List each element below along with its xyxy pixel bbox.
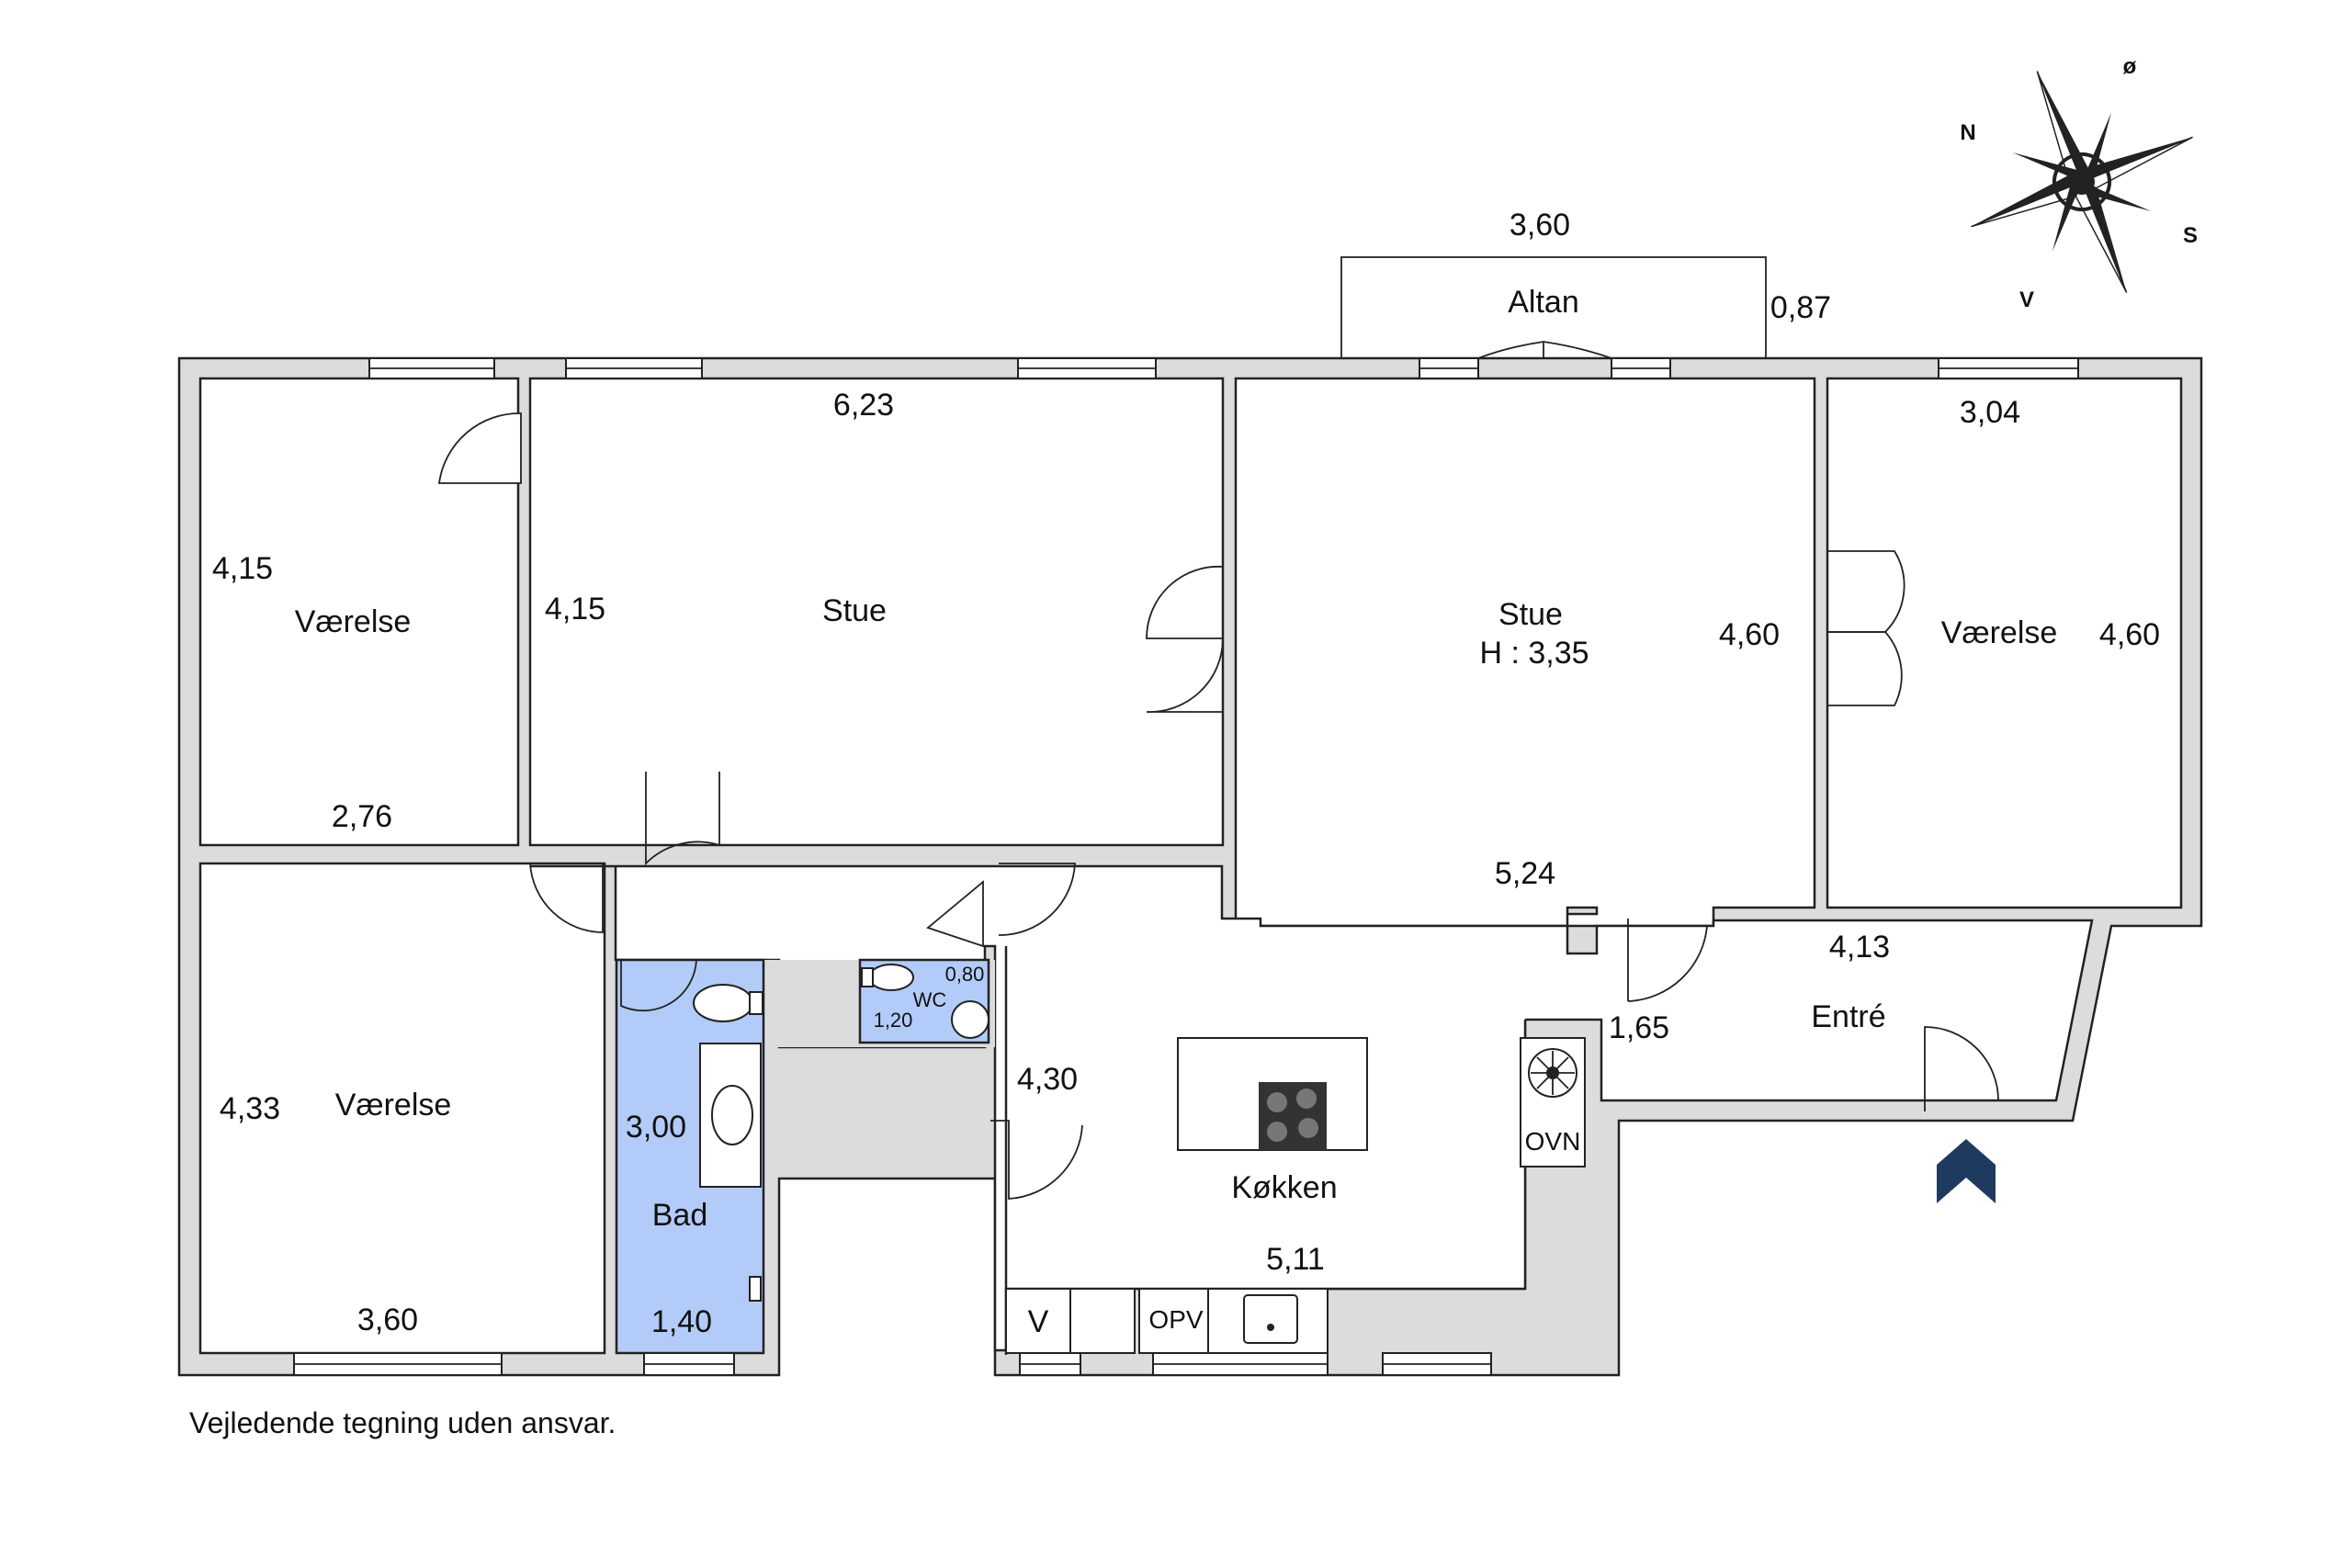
dim-altan-depth: 0,87 [1770, 290, 1831, 325]
compass-label-e: ø [2123, 54, 2137, 79]
dim-entre-width: 4,13 [1829, 930, 1890, 964]
balcony-door [1477, 341, 1612, 359]
label-bad: Bad [652, 1198, 708, 1233]
dim-koekken-depth: 4,30 [1017, 1062, 1078, 1097]
dim-koekken-width: 5,11 [1266, 1242, 1325, 1277]
dim-wc-width: 0,80 [945, 963, 985, 986]
room-vaerelse-2 [1826, 377, 2183, 909]
dim-bad-depth: 3,00 [626, 1110, 686, 1145]
dim-vaerelse2-depth-left: 4,60 [1719, 617, 1780, 652]
door-swings [437, 412, 1999, 1200]
label-vaerelse-3: Værelse [335, 1088, 452, 1122]
compass-label-w: V [2019, 288, 2034, 312]
room-stue-1 [528, 377, 1225, 847]
label-wc: WC [913, 988, 947, 1011]
entrance-arrow-icon [1937, 1139, 1996, 1203]
wc-fixtures [861, 964, 989, 1039]
compass-label-n: N [1960, 120, 1975, 145]
compass-label-s: S [2183, 223, 2198, 248]
label-ovn: OVN [1525, 1127, 1581, 1156]
dim-stue2-width: 5,24 [1495, 856, 1555, 891]
label-koekken: Køkken [1231, 1170, 1337, 1205]
label-entre: Entré [1811, 999, 1885, 1034]
room-vaerelse-3 [198, 862, 606, 1355]
kitchen-counter [1005, 1288, 1329, 1354]
dim-vaerelse1-width: 2,76 [332, 799, 392, 834]
dim-stue1-width: 6,23 [833, 388, 894, 423]
label-vaerelse-2: Værelse [1941, 615, 2058, 650]
label-vaerelse-1: Værelse [295, 604, 412, 639]
extractor-fan-icon [1528, 1048, 1577, 1098]
windows-top [368, 357, 2079, 379]
label-stue-2-height: H : 3,35 [1479, 636, 1589, 671]
label-stue-1: Stue [822, 593, 887, 628]
dim-bad-width: 1,40 [651, 1304, 712, 1339]
bathroom-fixtures [693, 984, 763, 1302]
dim-vaerelse2-depth-right: 4,60 [2099, 617, 2160, 652]
label-altan: Altan [1508, 285, 1579, 320]
dim-vaerelse1-depth: 4,15 [212, 551, 273, 586]
label-opv: OPV [1148, 1305, 1203, 1334]
dim-vaerelse3-depth: 4,33 [220, 1091, 280, 1126]
label-stue-2: Stue [1498, 597, 1563, 632]
label-v: V [1028, 1304, 1049, 1339]
windows-bottom [293, 1352, 1492, 1376]
disclaimer: Vejledende tegning uden ansvar. [189, 1406, 616, 1439]
dim-stue1-depth: 4,15 [545, 592, 605, 626]
dim-altan-width: 3,60 [1510, 208, 1570, 243]
dim-vaerelse2-width: 3,04 [1960, 395, 2020, 430]
compass-rose-icon [1971, 71, 2193, 293]
hob-icon [1259, 1082, 1327, 1150]
dim-wc-depth: 1,20 [874, 1009, 913, 1032]
dim-vaerelse3-width: 3,60 [357, 1303, 418, 1337]
dim-entre-depth: 1,65 [1609, 1010, 1669, 1045]
